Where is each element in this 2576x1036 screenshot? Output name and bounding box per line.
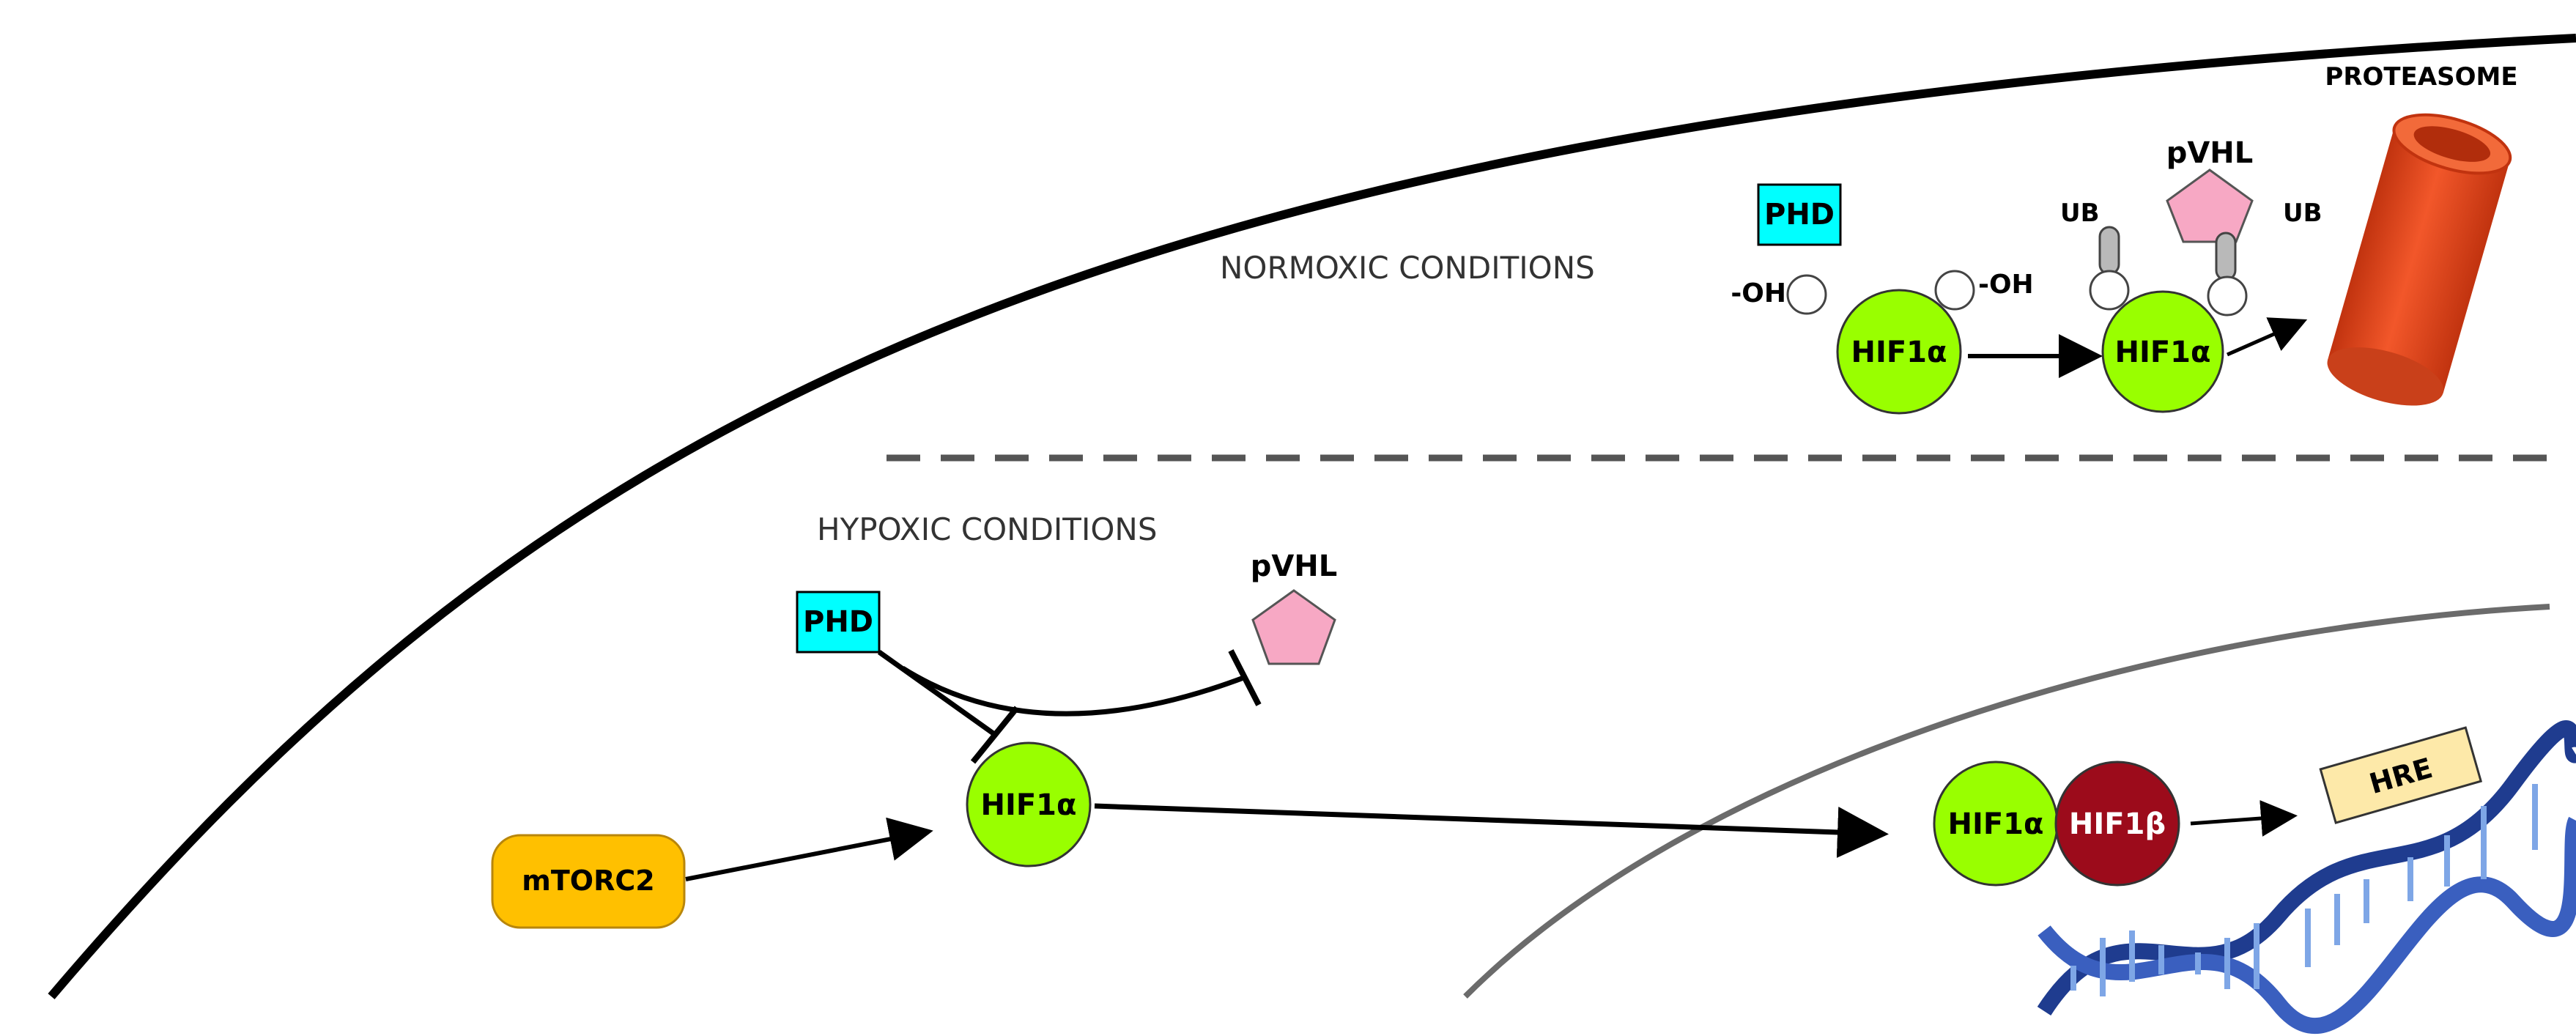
ubiquitin-right — [2215, 232, 2237, 281]
hif1a-normoxic-2: HIF1α — [2101, 290, 2224, 413]
cell-membrane — [48, 34, 2576, 999]
pvhl-normoxic-shape — [2166, 169, 2254, 243]
dna-helix — [2037, 720, 2576, 1035]
svg-text:mTORC2: mTORC2 — [522, 865, 654, 897]
hif1a-normoxic-1: HIF1α — [1836, 289, 1962, 415]
hydroxyl-right — [1934, 270, 1975, 311]
hif1a-nuclear: HIF1α — [1933, 761, 2059, 887]
ubiquitin-left — [2098, 226, 2120, 275]
proteasome-cylinder — [2327, 113, 2512, 406]
inhibit-bar-hif1a — [970, 706, 1020, 764]
hif1a-hypoxic: HIF1α — [966, 741, 1092, 867]
oh-right-label: -OH — [1978, 270, 2034, 300]
svg-text:HIF1α: HIF1α — [1948, 807, 2044, 841]
arrow-hif1a-to-nucleus — [1094, 803, 1889, 858]
hypoxic-label: HYPOXIC CONDITIONS — [817, 511, 1157, 547]
ub-right-label: UB — [2283, 199, 2323, 228]
arrow-to-proteasome — [2226, 317, 2308, 357]
svg-text:HIF1α: HIF1α — [1851, 336, 1947, 369]
normoxic-label: NORMOXIC CONDITIONS — [1220, 250, 1595, 286]
oh-left-label: -OH — [1731, 278, 1786, 308]
svg-text:HIF1β: HIF1β — [2069, 807, 2166, 841]
pvhl-normoxic-label: pVHL — [2166, 136, 2254, 170]
phd-pvhl-inhibition — [901, 666, 1247, 717]
hre-box: HRE — [2319, 726, 2483, 824]
normoxic-phd: PHD — [1757, 183, 1842, 246]
arrow-complex-to-hre — [2190, 800, 2298, 837]
hydroxyl-left — [1786, 274, 1827, 315]
nuclear-membrane — [1463, 604, 2550, 999]
svg-text:HIF1α: HIF1α — [2115, 336, 2211, 369]
hypoxic-phd: PHD — [796, 591, 881, 654]
pvhl-hypoxic-label: pVHL — [1251, 550, 1338, 583]
svg-text:PHD: PHD — [803, 605, 873, 639]
phd-inhibits-hif1a — [877, 650, 999, 738]
svg-text:HIF1α: HIF1α — [981, 788, 1077, 822]
ub-anchor-left — [2089, 270, 2130, 311]
svg-text:PHD: PHD — [1764, 198, 1835, 232]
ub-anchor-right — [2207, 275, 2248, 317]
proteasome-label: PROTEASOME — [2325, 62, 2517, 92]
arrow-mtorc2-to-hif1a — [685, 817, 933, 881]
pvhl-hypoxic-shape — [1251, 589, 1336, 665]
hif1b-nuclear: HIF1β — [2054, 761, 2180, 887]
mtorc2: mTORC2 — [491, 834, 686, 929]
inhibit-bar-pvhl — [1228, 649, 1262, 706]
ub-left-label: UB — [2060, 199, 2100, 228]
